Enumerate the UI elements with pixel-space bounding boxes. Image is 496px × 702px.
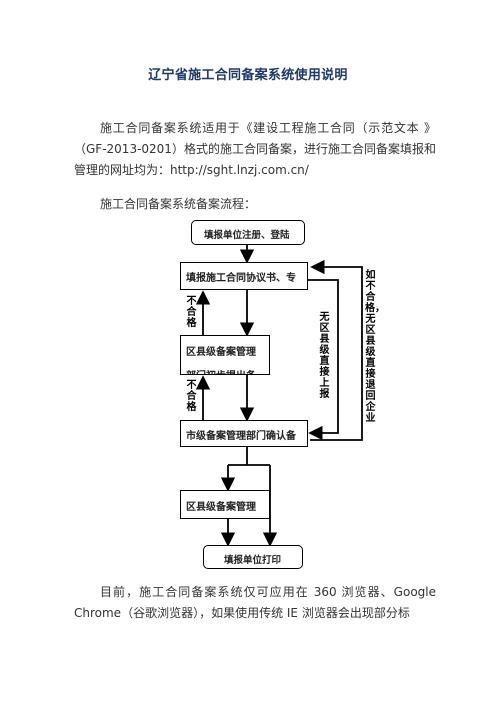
district-review-sublabel: 部门初步提出备 [186, 367, 269, 374]
register-box: 填报单位注册、登陆 [191, 220, 305, 245]
fail-label-lower: 不合格 [186, 380, 197, 413]
district-review-label: 区县级备案管理 [186, 347, 256, 358]
intro-paragraph: 施工合同备案系统适用于《建设工程施工合同（示范文本 》（GF-2013-0201… [74, 121, 436, 177]
fail-label-upper: 不合格 [186, 296, 197, 329]
document-title: 辽宁省施工合同备案系统使用说明 [148, 68, 348, 83]
fail-return-label: 如不合格，无区县级直接退回企业 [365, 270, 385, 424]
no-district-direct-label: 无区县级直接上报 [319, 312, 330, 400]
district-manage-box: 区县级备案管理 [180, 490, 270, 519]
fill-contract-box: 填报施工合同协议书、专 [180, 262, 308, 290]
browser-note-paragraph: 目前，施工合同备案系统仅可应用在 360 浏览器、Google Chrome（谷… [74, 585, 436, 620]
district-review-box: 区县级备案管理 部门初步提出备 [180, 335, 270, 375]
city-confirm-box: 市级备案管理部门确认备 [180, 420, 308, 447]
flow-intro-paragraph: 施工合同备案系统备案流程： [100, 197, 257, 211]
print-box: 填报单位打印 [203, 545, 303, 569]
